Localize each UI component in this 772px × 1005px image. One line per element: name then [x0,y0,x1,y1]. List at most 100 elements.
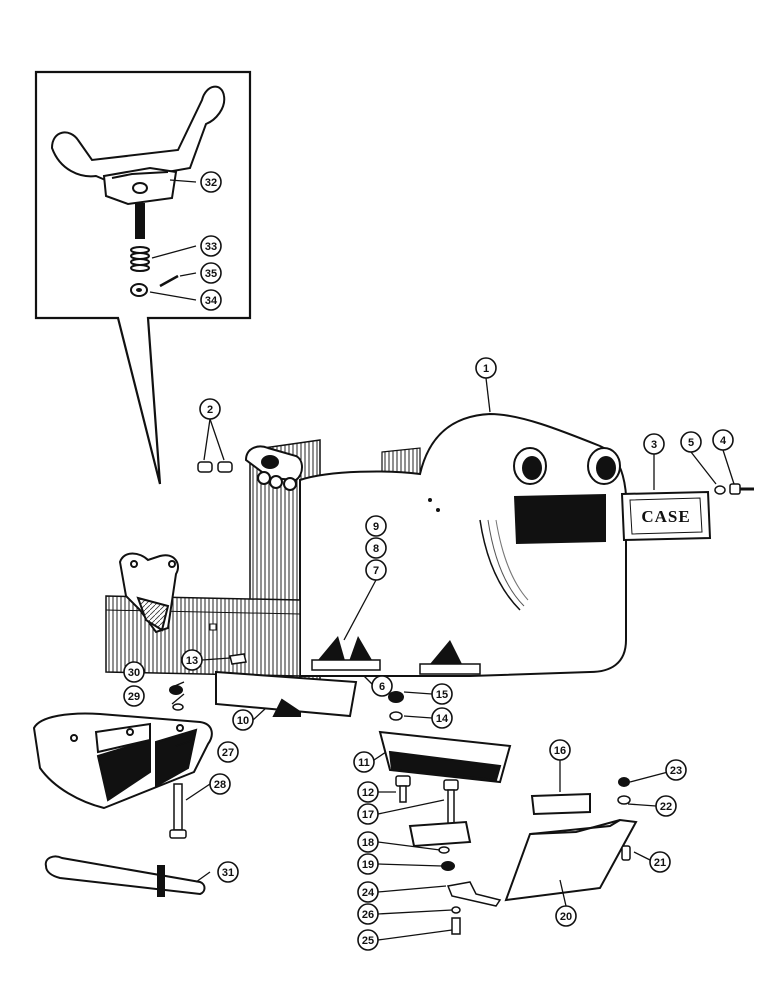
svg-text:35: 35 [205,268,217,280]
bolt-part [169,783,187,839]
svg-text:24: 24 [362,887,375,899]
svg-text:32: 32 [205,177,217,189]
callout-30: 30 [123,661,145,683]
svg-text:10: 10 [237,715,249,727]
nut-part [169,685,183,695]
callout-7: 7 [365,559,387,581]
bushings-part [197,461,233,473]
svg-text:18: 18 [362,837,374,849]
channel-plate-part [215,670,358,718]
svg-text:2: 2 [207,404,213,416]
callout-20: 20 [555,905,577,927]
screw-part [451,917,461,935]
washer-part [172,703,184,711]
callout-11: 11 [353,751,375,773]
channel-plate-part [378,730,512,784]
washer-part [451,906,461,914]
svg-text:33: 33 [205,241,217,253]
cotter-pin-part [159,274,179,288]
callout-22: 22 [655,795,677,817]
counterweight-part [32,712,213,810]
svg-text:19: 19 [362,859,374,871]
svg-text:13: 13 [186,655,198,667]
svg-text:1: 1 [483,363,489,375]
leader-lines [149,179,735,941]
svg-text:25: 25 [362,935,374,947]
callout-17: 17 [357,803,379,825]
svg-text:34: 34 [205,295,218,307]
clip-part [229,653,247,665]
spring-part [130,246,150,272]
callout-28: 28 [209,773,231,795]
callout-15: 15 [431,683,453,705]
callout-35: 35 [200,262,222,284]
callout-14: 14 [431,707,453,729]
svg-text:17: 17 [362,809,374,821]
callout-27: 27 [217,741,239,763]
support-bracket-part [118,552,179,634]
callout-34: 34 [200,289,222,311]
callout-10: 10 [232,709,254,731]
svg-text:11: 11 [358,757,370,769]
callout-1: 1 [475,357,497,379]
svg-text:21: 21 [654,857,666,869]
callout-4: 4 [712,429,734,451]
washer-part [389,711,403,721]
strap-part [446,881,502,907]
callout-6: 6 [371,675,393,697]
svg-text:8: 8 [373,543,379,555]
screw-part [621,845,631,861]
callout-21: 21 [649,851,671,873]
case-badge: CASE [620,490,712,542]
nut-part [388,691,404,703]
svg-text:23: 23 [670,765,682,777]
nut-part [441,861,455,871]
svg-text:15: 15 [436,689,448,701]
washer-part [438,846,450,854]
spacer-plate-part [408,820,472,848]
callout-25: 25 [357,929,379,951]
callout-9: 9 [365,515,387,537]
svg-text:3: 3 [651,439,657,451]
inset-detail [34,70,252,485]
callout-29: 29 [123,685,145,707]
washer-part [714,485,726,495]
callout-24: 24 [357,881,379,903]
bolt-part [443,779,459,831]
callout-33: 33 [200,235,222,257]
callout-3: 3 [643,433,665,455]
callout-19: 19 [357,853,379,875]
callouts: 1 2 3 4 5 6 7 8 9 10 11 12 13 14 15 16 1… [123,171,734,951]
svg-text:31: 31 [222,867,234,879]
washer-part [617,795,631,805]
callout-5: 5 [680,431,702,453]
callout-23: 23 [665,759,687,781]
callout-31: 31 [217,861,239,883]
svg-text:27: 27 [222,747,234,759]
svg-text:29: 29 [128,691,140,703]
nut-part [618,777,630,787]
svg-text:6: 6 [379,681,385,693]
svg-text:9: 9 [373,521,379,533]
mounting-bracket-part [44,855,206,897]
main-housing-part [105,412,628,701]
svg-text:28: 28 [214,779,226,791]
svg-text:30: 30 [128,667,140,679]
shield-part [504,818,638,902]
callout-26: 26 [357,903,379,925]
svg-text:4: 4 [720,435,727,447]
svg-text:12: 12 [362,787,374,799]
callout-12: 12 [357,781,379,803]
svg-text:20: 20 [560,911,572,923]
bolt-part [395,775,411,803]
spacer-plate-part [530,792,591,816]
callout-18: 18 [357,831,379,853]
seat-bracket-part [50,85,226,239]
case-badge-text: CASE [641,507,690,526]
hinge-bracket-part [244,445,303,491]
callout-8: 8 [365,537,387,559]
callout-16: 16 [549,739,571,761]
callout-13: 13 [181,649,203,671]
svg-text:22: 22 [660,801,672,813]
